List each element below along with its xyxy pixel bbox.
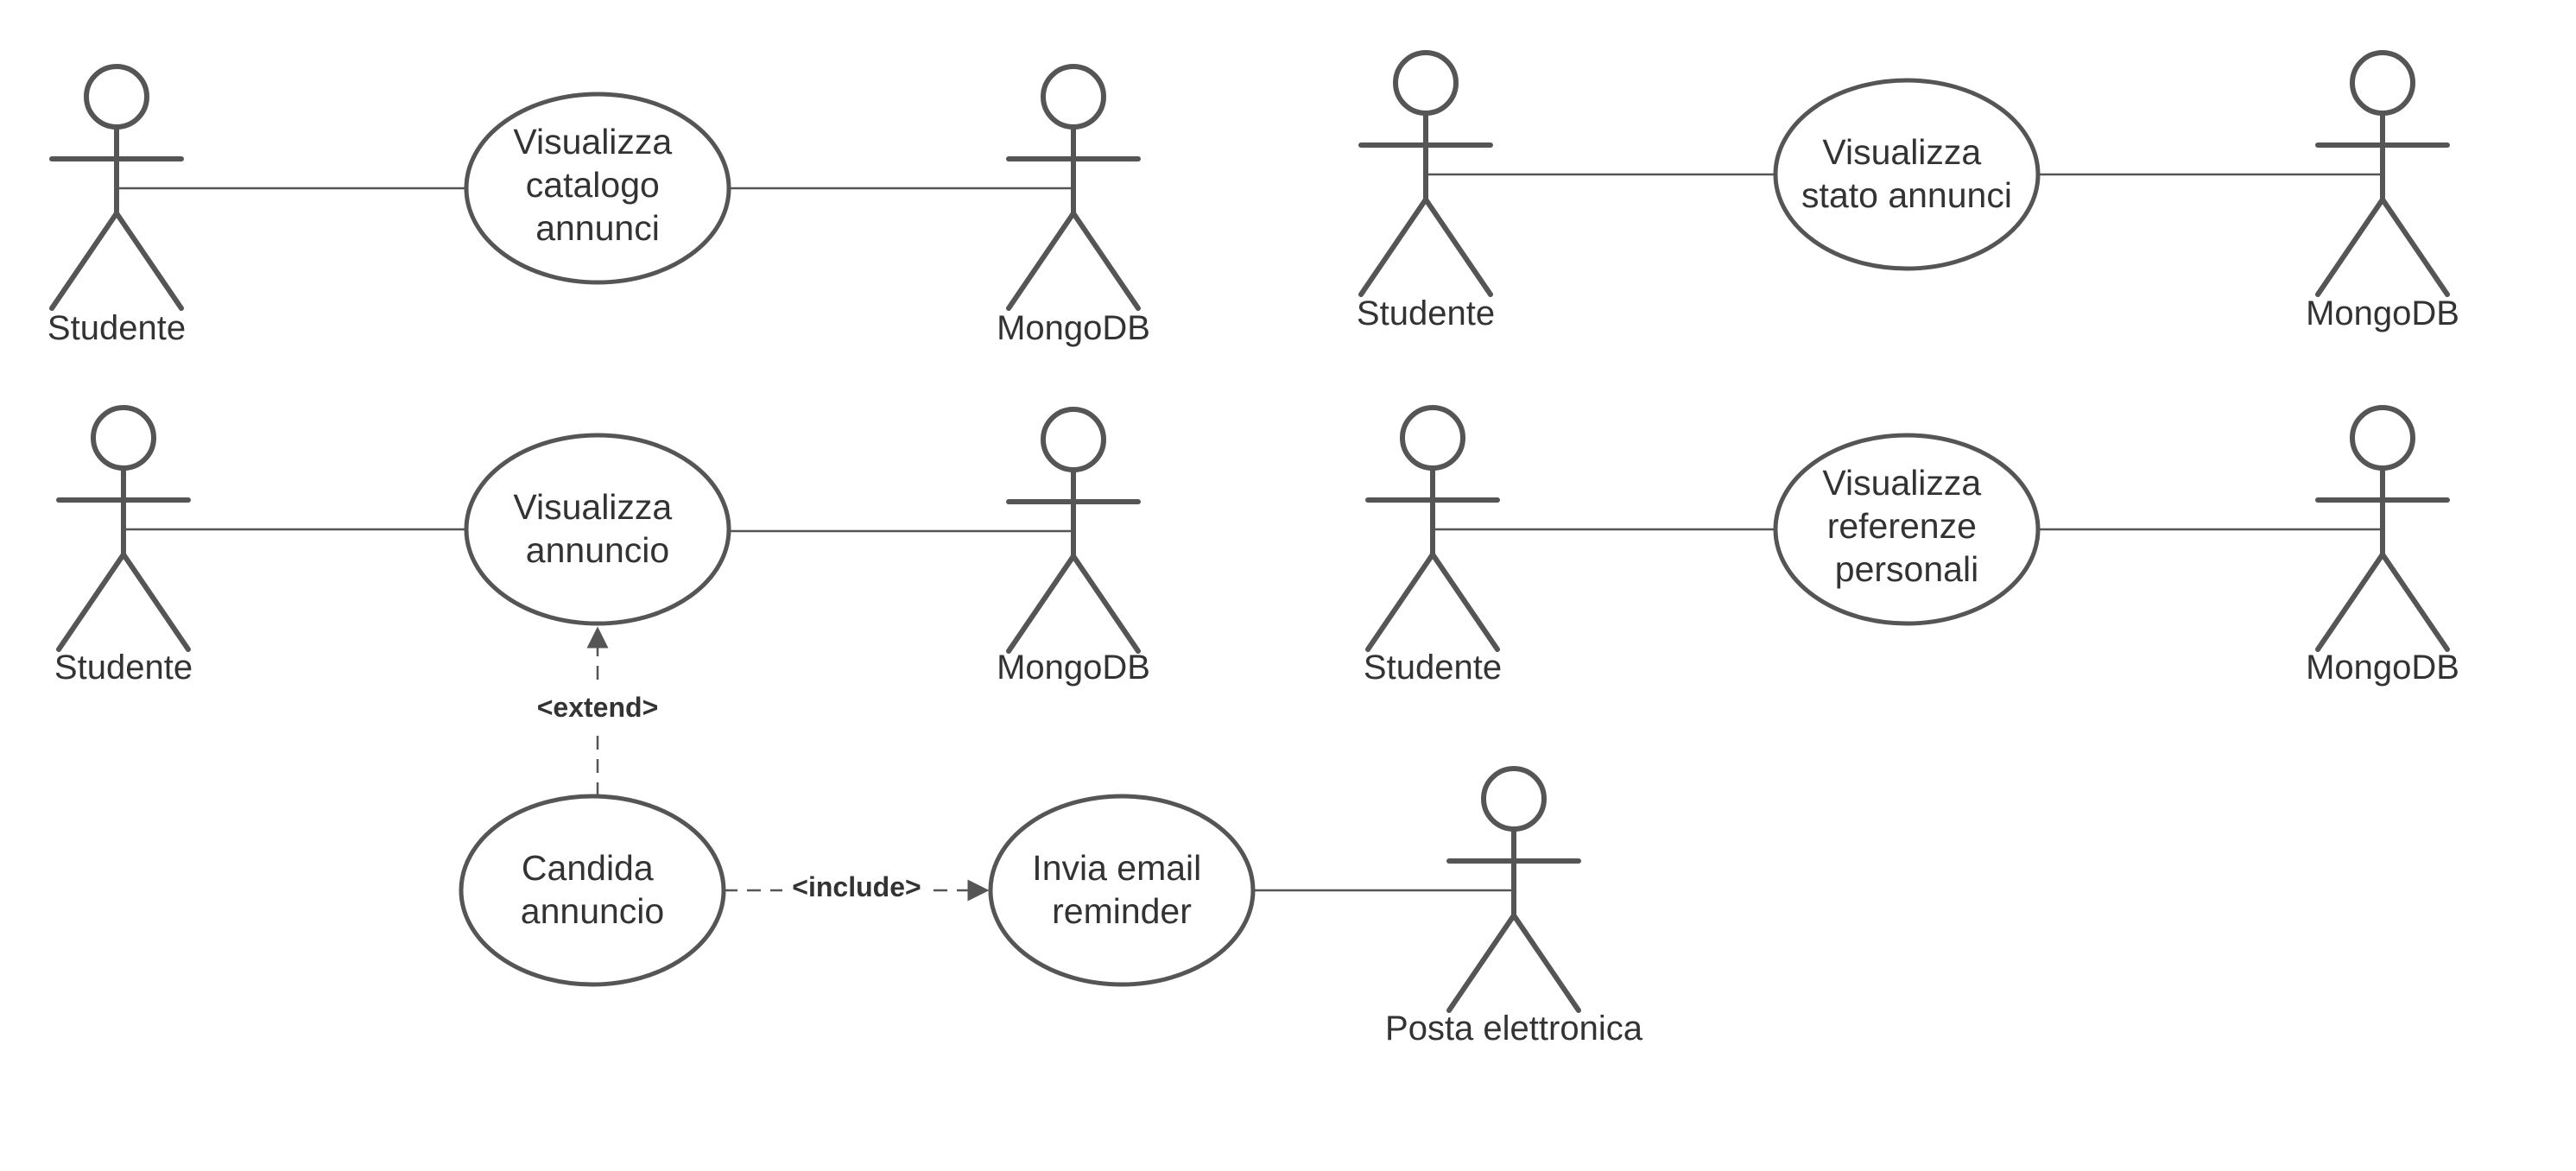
use-case-label-line: reminder	[1052, 891, 1192, 931]
actor-figure-icon	[2315, 405, 2450, 652]
use-case-label: Visualizza annuncio	[513, 487, 681, 570]
actor-label: MongoDB	[997, 649, 1150, 687]
use-case-label-line: Visualizza	[1822, 463, 1981, 503]
use-case-label-line: Visualizza	[1822, 132, 1981, 172]
use-case-label: Visualizza stato annunci	[1801, 132, 2012, 215]
extend-label-bg	[525, 682, 670, 731]
use-case-label-line: referenze	[1827, 506, 1977, 546]
associations	[117, 173, 2383, 892]
use-case-visualizza-stato-annunci: Visualizza stato annunci	[1773, 78, 2041, 271]
use-case-visualizza-annuncio: Visualizza annuncio	[464, 433, 731, 626]
use-case-ellipse	[988, 794, 1256, 987]
use-case-label: Candida annuncio	[521, 848, 664, 931]
extend-label: <extend>	[537, 692, 659, 723]
actor-figure-icon	[49, 64, 184, 311]
actor-studente: Studente	[54, 405, 193, 687]
actor-label: MongoDB	[997, 309, 1150, 347]
use-case-label-line: catalogo	[526, 165, 660, 205]
actor-mongodb: MongoDB	[997, 64, 1150, 347]
actor-studente: Studente	[47, 64, 186, 347]
use-case-label-line: annuncio	[526, 530, 669, 570]
include-label: <include>	[792, 871, 921, 902]
actor-mongodb: MongoDB	[2306, 405, 2459, 687]
actor-label: MongoDB	[2306, 649, 2459, 687]
use-case-label: Invia email reminder	[1032, 848, 1211, 931]
actor-figure-icon	[1358, 50, 1493, 297]
actor-label: Studente	[1357, 294, 1495, 332]
actor-figure-icon	[1365, 405, 1500, 652]
use-case-ellipse	[464, 92, 731, 285]
actor-mongodb: MongoDB	[997, 407, 1150, 687]
actor-figure-icon	[1006, 64, 1141, 311]
use-case-label-line: stato annunci	[1801, 175, 2012, 215]
actor-label: Studente	[47, 309, 186, 347]
use-case-label-line: Candida	[522, 848, 654, 888]
use-case-label-line: Visualizza	[513, 487, 672, 527]
actor-label: MongoDB	[2306, 294, 2459, 332]
use-case-invia-email-reminder: Invia email reminder	[988, 794, 1256, 987]
actor-label: Posta elettronica	[1385, 1010, 1643, 1048]
dependencies: <extend> <include>	[525, 626, 990, 913]
use-case-visualizza-referenze-personali: Visualizza referenze personali	[1773, 433, 2041, 626]
use-case-ellipse	[1773, 433, 2041, 626]
use-case-ellipse	[1773, 78, 2041, 271]
actor-figure-icon	[1006, 407, 1141, 654]
use-case-ellipse	[459, 794, 726, 987]
use-case-label-line: Visualizza	[513, 122, 672, 161]
use-case-label: Visualizza referenze personali	[1822, 463, 1991, 589]
use-case-visualizza-catalogo-annunci: Visualizza catalogo annunci	[464, 92, 731, 285]
use-case-label-line: annunci	[535, 208, 660, 248]
use-case-label-line: annuncio	[521, 891, 664, 931]
use-case-label-line: personali	[1835, 549, 1978, 589]
actor-studente: Studente	[1364, 405, 1502, 687]
actor-figure-icon	[2315, 50, 2450, 297]
actor-label: Studente	[54, 649, 193, 687]
use-case-label: Visualizza catalogo annunci	[513, 122, 681, 248]
actor-figure-icon	[56, 405, 191, 652]
actor-posta-elettronica: Posta elettronica	[1385, 766, 1643, 1048]
actor-studente: Studente	[1357, 50, 1495, 332]
use-case-candida-annuncio: Candida annuncio	[459, 794, 726, 987]
actor-mongodb: MongoDB	[2306, 50, 2459, 332]
actor-label: Studente	[1364, 649, 1502, 687]
use-case-label-line: Invia email	[1032, 848, 1201, 888]
include-label-bg	[782, 866, 931, 913]
actor-figure-icon	[1446, 766, 1581, 1013]
use-case-ellipse	[464, 433, 731, 626]
